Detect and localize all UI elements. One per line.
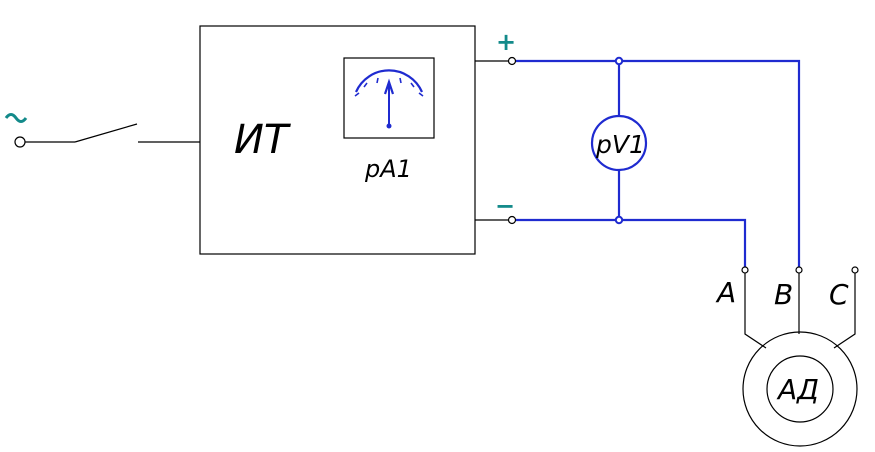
phase-c-lead	[833, 273, 856, 349]
plus-sign: +	[496, 28, 516, 56]
phase-a-label: A	[715, 276, 736, 309]
switch-blade	[74, 123, 138, 143]
ac-supply-icon	[4, 113, 28, 123]
phase-b-label: B	[774, 278, 793, 311]
ammeter-icon	[343, 57, 435, 139]
plus-terminal	[507, 56, 517, 66]
minus-terminal	[507, 215, 517, 225]
minus-sign: −	[495, 192, 515, 220]
plus-junction	[614, 56, 624, 66]
motor-label: АД	[776, 373, 819, 406]
voltmeter-label: pV1	[595, 130, 645, 159]
minus-wire	[516, 218, 747, 268]
phase-a-terminal	[741, 266, 749, 274]
motor-icon	[742, 331, 858, 447]
plus-wire	[516, 59, 801, 268]
ammeter-label: pA1	[364, 155, 412, 183]
motor-inner-circle	[766, 355, 834, 423]
power-source-block	[199, 25, 476, 255]
power-source-label: ИТ	[234, 117, 292, 163]
supply-terminal	[14, 136, 26, 148]
phase-a-lead	[744, 273, 767, 349]
phase-b-terminal	[795, 266, 803, 274]
phase-c-label: C	[829, 278, 849, 311]
voltmeter-icon	[590, 114, 648, 172]
phase-c-terminal	[851, 266, 859, 274]
minus-junction	[614, 215, 624, 225]
